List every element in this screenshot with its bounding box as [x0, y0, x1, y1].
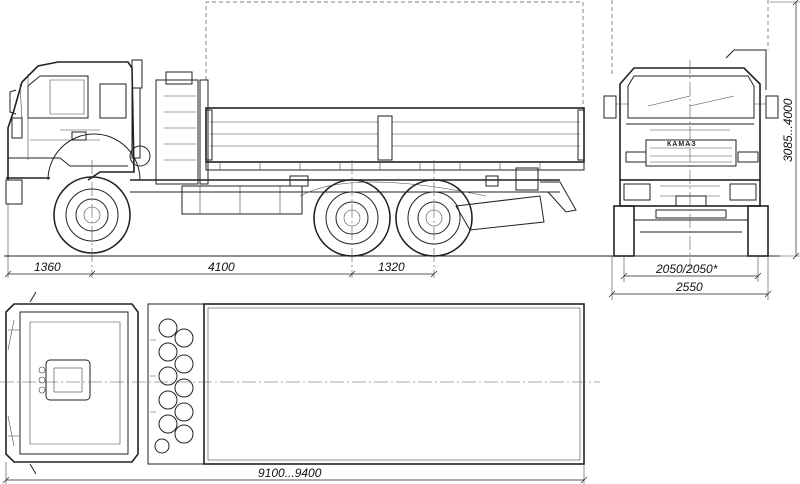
width-dimension-lines	[608, 256, 772, 300]
side-dimensions	[4, 270, 438, 278]
cargo-body-side	[205, 107, 585, 171]
grille-brand-label: КАМАЗ	[667, 141, 697, 148]
front-wheel	[47, 133, 141, 254]
front-tarp-outline	[611, 0, 769, 74]
rear-fender	[299, 181, 487, 197]
wheelbase-dimension: 4100	[208, 260, 235, 274]
cylinder-pack	[129, 71, 209, 185]
front-overhang-dimension: 1360	[34, 260, 61, 274]
side-view: 1360 4100 1320	[4, 1, 600, 278]
cab-front: КАМАЗ	[603, 67, 779, 207]
overall-width-dimension: 2550	[675, 280, 703, 294]
height-dimension-line	[770, 0, 800, 260]
overall-length-dimension: 9100...9400	[258, 466, 322, 480]
overall-height-dimension: 3085...4000	[781, 98, 795, 162]
front-axle-front-view	[613, 205, 769, 257]
cab-top	[5, 291, 139, 475]
rear-axle-spacing-dimension: 1320	[378, 260, 405, 274]
chassis-side	[130, 167, 577, 231]
cylinder-pack-top	[147, 303, 205, 465]
cargo-body-top	[203, 303, 585, 465]
tarp-outline	[205, 1, 584, 108]
intake-pipe	[725, 49, 767, 90]
top-view: 9100...9400	[0, 291, 600, 484]
front-view: КАМАЗ 3085...4000	[600, 0, 800, 300]
cab-side	[5, 59, 143, 205]
track-width-dimension: 2050/2050*	[655, 262, 718, 276]
length-dimension-line	[2, 462, 588, 484]
